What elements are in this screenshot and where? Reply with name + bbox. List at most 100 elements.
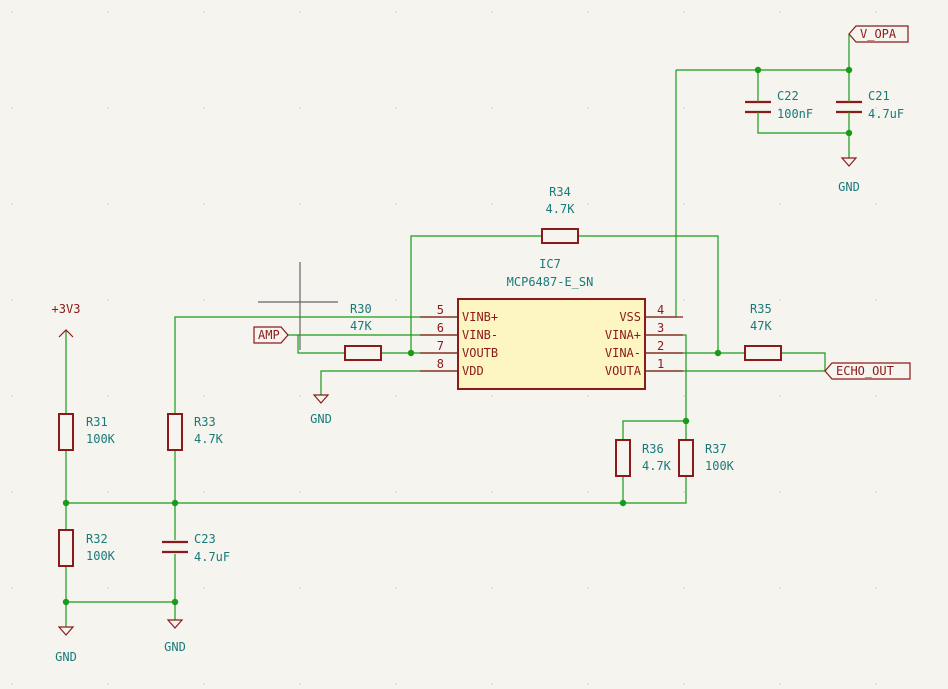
grid-dot (299, 587, 301, 589)
amp-label: AMP (258, 328, 280, 342)
pin-num: 1 (657, 357, 664, 371)
c21-ref: C21 (868, 89, 890, 103)
grid-dot (299, 491, 301, 493)
grid-dot (587, 107, 589, 109)
capacitor-c23[interactable]: C23 4.7uF (162, 532, 230, 564)
power-3v3[interactable]: +3V3 (52, 302, 81, 338)
net-label-v-opa[interactable]: V_OPA (848, 25, 909, 43)
c22-ref: C22 (777, 89, 799, 103)
grid-dot (779, 107, 781, 109)
ic7[interactable]: IC7 MCP6487-E_SN 5 6 7 8 VINB+ VINB- VOU… (420, 257, 683, 390)
grid-dot (587, 491, 589, 493)
capacitor-c21[interactable]: C21 4.7uF (836, 89, 904, 121)
grid-dot (11, 299, 13, 301)
r35-value: 47K (750, 319, 772, 333)
pin-name: VOUTA (605, 364, 642, 378)
r36-value: 4.7K (642, 459, 672, 473)
grid-dot (107, 299, 109, 301)
resistor-r34[interactable]: R34 4.7K (541, 185, 579, 244)
grid-dot (107, 107, 109, 109)
grid-dot (683, 203, 685, 205)
grid-dot (875, 683, 877, 685)
grid (11, 11, 877, 685)
grid-dot (203, 491, 205, 493)
net-label-amp[interactable]: AMP (253, 326, 289, 344)
r31-value: 100K (86, 432, 116, 446)
r35-ref: R35 (750, 302, 772, 316)
grid-dot (203, 107, 205, 109)
resistor-r31[interactable]: R31 100K (58, 413, 116, 451)
grid-dot (683, 587, 685, 589)
resistor-r32[interactable]: R32 100K (58, 529, 116, 567)
grid-dot (875, 395, 877, 397)
pin-num: 7 (437, 339, 444, 353)
grid-dot (683, 683, 685, 685)
grid-dot (299, 683, 301, 685)
grid-dot (875, 587, 877, 589)
gnd-symbol-vdd[interactable]: GND (310, 394, 332, 426)
r33-ref: R33 (194, 415, 216, 429)
resistor-r33[interactable]: R33 4.7K (167, 413, 224, 451)
c23-ref: C23 (194, 532, 216, 546)
grid-dot (491, 587, 493, 589)
grid-dot (779, 491, 781, 493)
grid-dot (203, 299, 205, 301)
grid-dot (683, 11, 685, 13)
grid-dot (587, 395, 589, 397)
r34-value: 4.7K (546, 202, 576, 216)
gnd-symbol-left[interactable]: GND (55, 626, 77, 664)
ic7-ref: IC7 (539, 257, 561, 271)
resistor-r37[interactable]: R37 100K (678, 439, 735, 477)
grid-dot (203, 203, 205, 205)
grid-dot (683, 491, 685, 493)
capacitor-c22[interactable]: C22 100nF (745, 89, 813, 121)
r31-ref: R31 (86, 415, 108, 429)
vcc-label: +3V3 (52, 302, 81, 316)
grid-dot (299, 203, 301, 205)
grid-dot (203, 395, 205, 397)
gnd-symbol-c21[interactable]: GND (838, 157, 860, 194)
grid-dot (395, 11, 397, 13)
r30-value: 47K (350, 319, 372, 333)
grid-dot (107, 11, 109, 13)
grid-dot (107, 587, 109, 589)
grid-dot (587, 683, 589, 685)
r32-ref: R32 (86, 532, 108, 546)
gnd-label: GND (55, 650, 77, 664)
grid-dot (779, 203, 781, 205)
c22-value: 100nF (777, 107, 813, 121)
pin-name: VDD (462, 364, 484, 378)
resistor-r35[interactable]: R35 47K (744, 302, 782, 361)
grid-dot (395, 299, 397, 301)
grid-dot (11, 11, 13, 13)
pin-name: VINB- (462, 328, 498, 342)
resistor-r36[interactable]: R36 4.7K (615, 439, 672, 477)
c23-value: 4.7uF (194, 550, 230, 564)
grid-dot (779, 395, 781, 397)
pin-num: 4 (657, 303, 664, 317)
gnd-symbol-c23[interactable]: GND (164, 619, 186, 654)
grid-dot (779, 299, 781, 301)
grid-dot (395, 395, 397, 397)
grid-dot (203, 683, 205, 685)
grid-dot (875, 203, 877, 205)
pin-num: 3 (657, 321, 664, 335)
grid-dot (203, 11, 205, 13)
grid-dot (491, 683, 493, 685)
grid-dot (491, 11, 493, 13)
r32-value: 100K (86, 549, 116, 563)
resistor-r30[interactable]: R30 47K (344, 302, 382, 361)
grid-dot (587, 203, 589, 205)
grid-dot (107, 683, 109, 685)
pin-name: VINA+ (605, 328, 641, 342)
net-label-echo-out[interactable]: ECHO_OUT (824, 362, 911, 380)
grid-dot (491, 491, 493, 493)
pin-num: 8 (437, 357, 444, 371)
echo-out-label: ECHO_OUT (836, 364, 894, 378)
grid-dot (107, 203, 109, 205)
grid-dot (299, 11, 301, 13)
grid-dot (11, 587, 13, 589)
r33-value: 4.7K (194, 432, 224, 446)
grid-dot (11, 683, 13, 685)
